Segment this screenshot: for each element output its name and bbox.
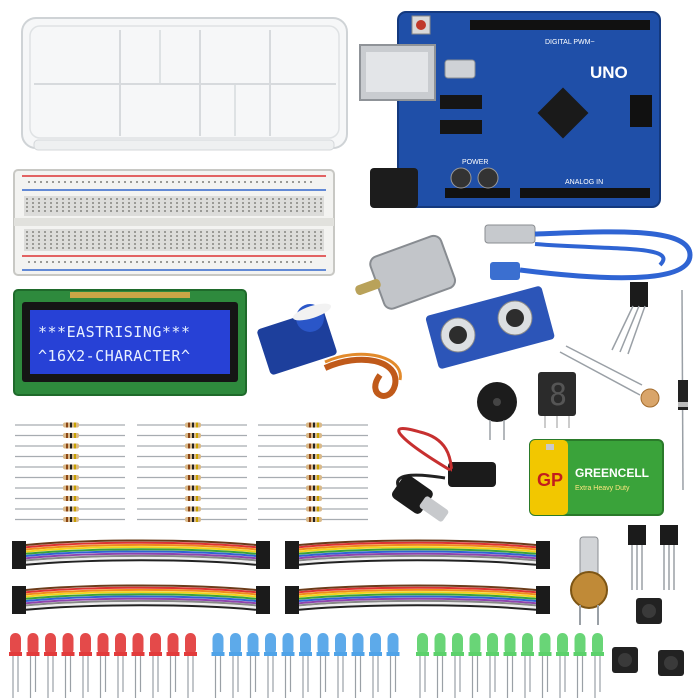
resistor [137, 422, 247, 428]
led [386, 633, 400, 698]
led [184, 633, 197, 698]
led [316, 633, 330, 698]
resistor [15, 475, 125, 480]
battery-name: GREENCELL [575, 466, 649, 480]
led [334, 633, 347, 698]
resistor [258, 496, 368, 501]
led [211, 633, 225, 698]
diode [678, 289, 688, 491]
resistor [15, 485, 125, 491]
battery-brand: GP [537, 470, 563, 490]
potentiometer [570, 536, 608, 625]
led [131, 633, 145, 698]
temperature-sensor [611, 282, 648, 355]
seven-segment-display: 8 [538, 372, 576, 428]
led [556, 633, 569, 698]
led [246, 633, 260, 698]
resistor [258, 464, 368, 470]
ultrasonic-sensor [425, 286, 555, 369]
jumper-wire-bundle [285, 539, 550, 569]
led [521, 633, 534, 698]
photoresistor [559, 345, 660, 408]
resistor [137, 454, 247, 459]
resistor [137, 464, 247, 470]
battery-subtitle: Extra Heavy Duty [575, 485, 630, 492]
resistor [15, 464, 125, 470]
led [369, 633, 382, 698]
resistor [137, 506, 247, 512]
resistor [15, 506, 125, 512]
board-model-label: UNO [590, 63, 628, 82]
resistor [137, 496, 247, 501]
resistor [137, 475, 247, 480]
led [96, 633, 110, 698]
led [26, 633, 40, 698]
storage-box [21, 17, 348, 151]
led [538, 633, 552, 698]
arduino-uno-board: UNO DIGITAL PWM~ POWER ANALOG IN [359, 11, 661, 208]
breadboard [13, 169, 335, 276]
jumper-wire-bundle [285, 584, 550, 614]
svg-text:8: 8 [549, 378, 567, 413]
battery-snap-cable [392, 427, 496, 522]
resistor [137, 517, 247, 522]
usb-cable [484, 224, 693, 281]
led [61, 633, 75, 698]
led [79, 633, 92, 698]
board-power-label: POWER [462, 159, 488, 166]
resistor [258, 485, 368, 491]
led [486, 633, 499, 698]
led [503, 633, 517, 698]
led-row [9, 633, 604, 698]
lcd-line-1: ***EASTRISING*** [38, 323, 191, 341]
resistor [258, 422, 368, 428]
led [416, 633, 429, 698]
resistor [15, 517, 125, 522]
resistor [137, 485, 247, 491]
battery-9v: GP GREENCELL Extra Heavy Duty [529, 439, 664, 516]
resistor [258, 475, 368, 480]
resistor [258, 433, 368, 438]
transistor-pair [628, 525, 678, 590]
resistor [15, 496, 125, 501]
jumper-wire-group [12, 539, 550, 614]
buzzer [477, 382, 517, 440]
resistor [258, 506, 368, 512]
resistor [258, 454, 368, 459]
led [299, 633, 312, 698]
resistor [15, 443, 125, 449]
jumper-wire-bundle [12, 584, 270, 614]
resistor [15, 422, 125, 428]
servo-motor [257, 303, 402, 399]
resistor [137, 443, 247, 449]
led [281, 633, 295, 698]
led [9, 633, 22, 698]
led [451, 633, 464, 698]
lcd-16x2-module: ***EASTRISING*** ^16X2-CHARACTER^ [13, 289, 247, 396]
led [166, 633, 180, 698]
led [44, 633, 57, 698]
led [351, 633, 365, 698]
lcd-line-2: ^16X2-CHARACTER^ [38, 347, 191, 365]
board-analog-label: ANALOG IN [565, 179, 603, 186]
led [591, 633, 604, 698]
board-digital-label: DIGITAL PWM~ [545, 39, 595, 46]
resistor [258, 517, 368, 522]
led [149, 633, 162, 698]
resistor [137, 433, 247, 438]
led [114, 633, 127, 698]
led [229, 633, 242, 698]
resistor [15, 454, 125, 459]
led [573, 633, 587, 698]
led [264, 633, 277, 698]
led [468, 633, 482, 698]
resistor [15, 433, 125, 438]
jumper-wire-bundle [12, 539, 270, 569]
resistor [258, 443, 368, 449]
dc-motor [355, 234, 457, 310]
resistor-group [15, 422, 368, 522]
push-buttons [612, 598, 684, 676]
led [433, 633, 447, 698]
